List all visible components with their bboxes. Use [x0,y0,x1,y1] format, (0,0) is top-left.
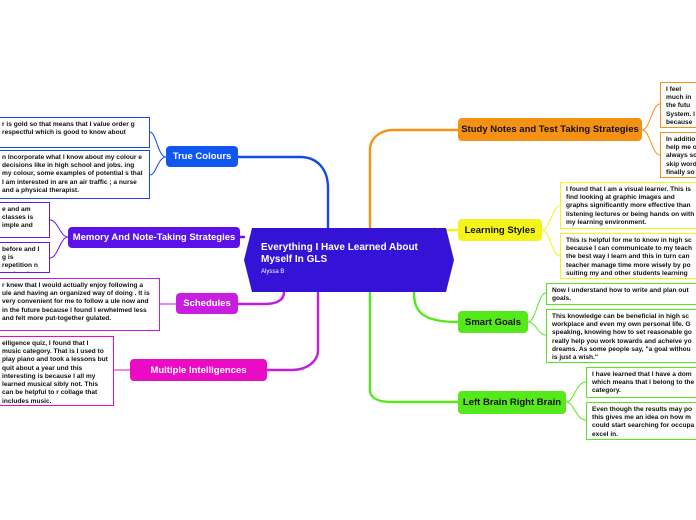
note-smart-goals-1[interactable]: Now I understand how to write and plan o… [546,283,696,305]
note-smart-goals-2[interactable]: This knowledge can be beneficial in high… [546,309,696,363]
note-left-right-brain-1[interactable]: I have learned that I have a dom which m… [586,367,696,398]
topic-memory-note-taking[interactable]: Memory And Note-Taking Strategies [68,227,240,248]
note-learning-styles-2[interactable]: This is helpful for me to know in high s… [560,233,696,279]
topic-schedules[interactable]: Schedules [176,293,238,314]
central-title: Everything I Have Learned About Myself I… [261,242,418,265]
note-memory-1[interactable]: e and am classes is imple and [0,202,50,238]
central-topic[interactable]: Everything I Have Learned About Myself I… [244,228,454,292]
topic-learning-styles[interactable]: Learning Styles [458,219,542,241]
connector-smart-goals [412,290,460,324]
topic-multiple-intelligences[interactable]: Multiple Intelligences [130,359,267,381]
note-memory-2[interactable]: before and I g is repetition n my head. [0,242,50,273]
connector-true-colours [234,155,330,230]
note-study-notes-2[interactable]: In additio help me o always so skip word… [660,132,696,178]
note-true-colours-2[interactable]: n Incorporate what I know about my colou… [0,150,150,199]
note-schedules-1[interactable]: r knew that I would actually enjoy follo… [0,278,160,331]
connector-schedules [236,290,286,306]
central-subtitle: Alyssa B [261,269,285,275]
note-true-colours-1[interactable]: r is gold so that means that I value ord… [0,117,150,148]
connector-study-notes [368,128,460,230]
topic-true-colours[interactable]: True Colours [166,146,238,167]
note-learning-styles-1[interactable]: I found that I am a visual learner. This… [560,182,696,229]
topic-smart-goals[interactable]: Smart Goals [458,311,528,333]
connector-left-right-brain [368,290,460,404]
note-multiple-intelligences-1[interactable]: elligence quiz, I found that I music cat… [0,336,114,406]
note-study-notes-1[interactable]: I feel much in the futu System. I becaus… [660,82,696,128]
topic-study-notes[interactable]: Study Notes and Test Taking Strategies [458,118,642,141]
topic-left-right-brain[interactable]: Left Brain Right Brain [458,391,566,414]
note-left-right-brain-2[interactable]: Even though the results may po this give… [586,402,696,440]
connector-multiple-intelligences [264,290,320,372]
